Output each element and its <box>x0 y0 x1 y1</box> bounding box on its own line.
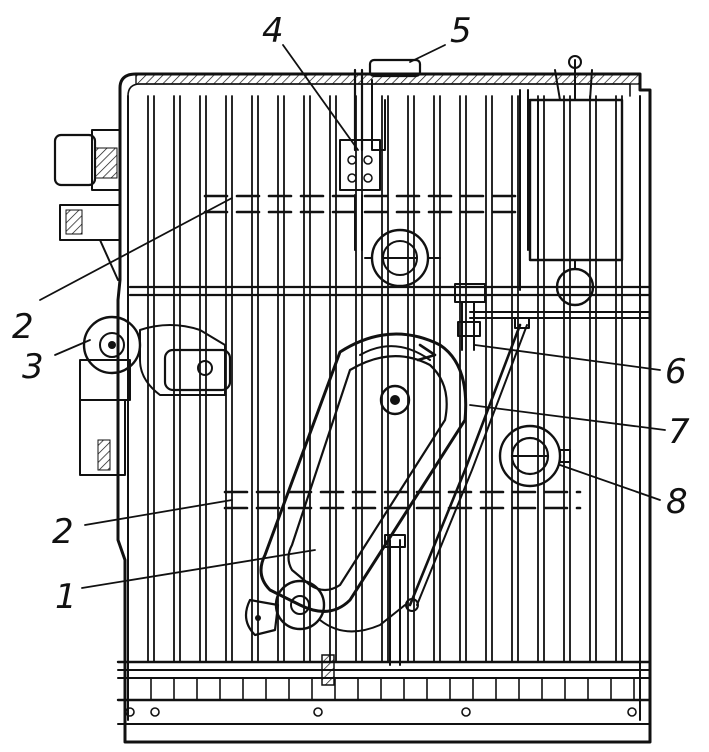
base-bolt <box>627 707 637 717</box>
callout-8: 8 <box>666 482 688 522</box>
callout-7: 7 <box>668 412 690 452</box>
right-tank <box>519 55 624 307</box>
diagonal-rod <box>405 317 530 612</box>
horizontal-pipe <box>128 285 652 319</box>
vertical-rod <box>321 534 406 686</box>
dashed-level-lines <box>203 194 582 510</box>
belt-guard <box>244 332 468 637</box>
slat-grid <box>147 95 623 663</box>
callout-1: 1 <box>55 577 77 617</box>
sight-glass <box>498 424 571 488</box>
base-rail <box>116 660 652 725</box>
base-bolt <box>313 707 323 717</box>
callout-2-upper: 2 <box>12 307 34 347</box>
callout-4: 4 <box>262 11 284 51</box>
cabinet-frame <box>116 72 652 744</box>
pump-assembly <box>79 315 232 476</box>
callout-3: 3 <box>22 347 44 387</box>
base-bolt <box>150 707 160 717</box>
left-motor-unit <box>53 129 121 281</box>
leader-lines <box>39 44 666 589</box>
callout-5: 5 <box>450 11 472 51</box>
top-valve-assembly <box>339 58 441 288</box>
callout-2-lower: 2 <box>52 512 74 552</box>
base-bolt <box>461 707 471 717</box>
base-bolt <box>125 707 135 717</box>
callout-labels: 4 5 2 3 6 7 8 2 1 <box>12 11 690 617</box>
callout-6: 6 <box>665 352 687 392</box>
small-valve <box>454 283 486 351</box>
